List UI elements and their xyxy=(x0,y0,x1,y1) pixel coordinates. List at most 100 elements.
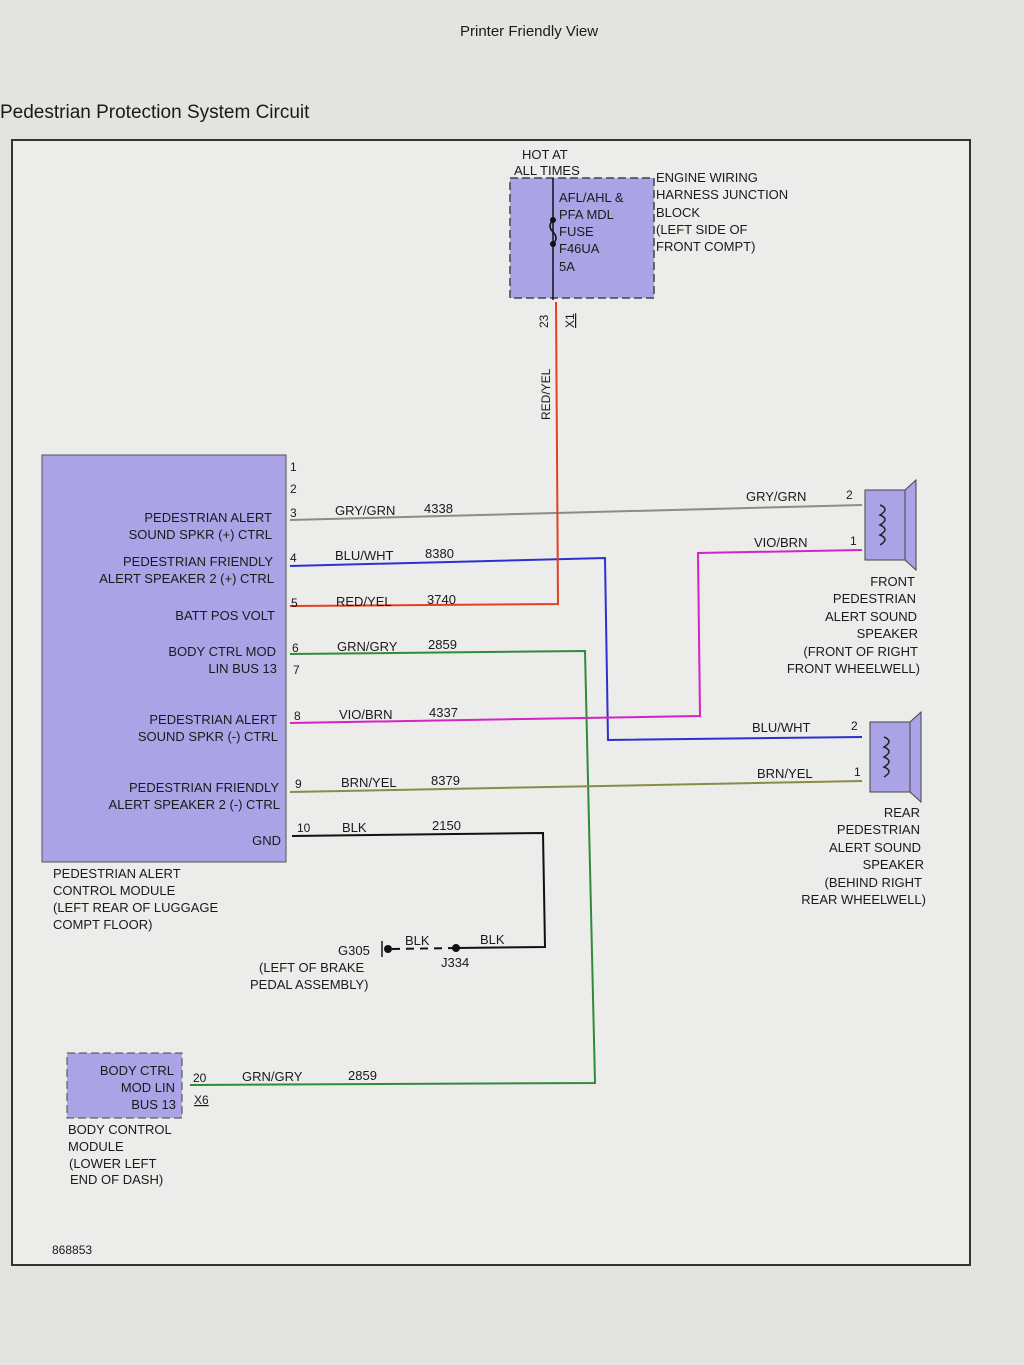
wire-color: BLK xyxy=(342,820,367,835)
fuse-block: HOT AT ALL TIMES AFL/AHL & PFA MDL FUSE … xyxy=(509,147,788,420)
pin-label: PEDESTRIAN FRIENDLY xyxy=(129,780,279,795)
wire-color: GRY/GRN xyxy=(335,503,395,518)
wires xyxy=(189,301,863,1086)
pin-label: LIN BUS 13 xyxy=(208,661,277,676)
pin-number: 5 xyxy=(291,596,298,610)
wire-labels: GRY/GRN 4338 BLU/WHT 8380 RED/YEL 3740 G… xyxy=(335,501,461,835)
speaker-name: FRONT xyxy=(870,574,915,589)
pin-number: 6 xyxy=(292,641,299,655)
circuit-number: 2859 xyxy=(348,1068,377,1083)
speaker-cone-icon xyxy=(904,478,917,572)
wire-vio-brn xyxy=(289,549,863,724)
fuse-block-location: ENGINE WIRING xyxy=(656,170,758,185)
splice-dot xyxy=(452,944,460,952)
speaker-name: FRONT WHEELWELL) xyxy=(787,661,920,676)
wire-color: BLK xyxy=(405,933,430,948)
wire-color: BRN/YEL xyxy=(341,775,397,790)
speaker-name: PEDESTRIAN xyxy=(837,822,920,837)
speaker-name: PEDESTRIAN xyxy=(833,591,916,606)
wire-color: VIO/BRN xyxy=(754,535,807,550)
module-pin-label: BODY CTRL xyxy=(100,1063,174,1078)
pin-number: 10 xyxy=(297,821,311,835)
wire-blk xyxy=(291,831,547,949)
speaker-name: SPEAKER xyxy=(857,626,918,641)
wire-gry-grn xyxy=(289,504,863,521)
module-name: BODY CONTROL xyxy=(68,1122,172,1137)
fuse-block-location: BLOCK xyxy=(656,205,700,220)
pin-number: 20 xyxy=(193,1071,207,1085)
speaker-body xyxy=(869,721,911,793)
speaker-name: (BEHIND RIGHT xyxy=(825,875,923,890)
fuse-block-box xyxy=(509,177,655,299)
fuse-label: FUSE xyxy=(559,224,594,239)
wire-color: GRN/GRY xyxy=(337,639,398,654)
wire-brn-yel xyxy=(289,780,863,793)
module-name: (LEFT REAR OF LUGGAGE xyxy=(53,900,219,915)
speaker-name: ALERT SOUND xyxy=(829,840,921,855)
ground-g305: G305 BLK BLK J334 (LEFT OF BRAKE PEDAL A… xyxy=(250,932,505,992)
circuit-number: 8380 xyxy=(425,546,454,561)
fuse-block-location: FRONT COMPT) xyxy=(656,239,755,254)
wire-color: VIO/BRN xyxy=(339,707,392,722)
pin-number: 3 xyxy=(290,506,297,520)
pin-number: 2 xyxy=(290,482,297,496)
speaker-name: REAR WHEELWELL) xyxy=(801,892,926,907)
circuit-number: 2859 xyxy=(428,637,457,652)
wire-color: BRN/YEL xyxy=(757,766,813,781)
ground-icon xyxy=(384,945,392,953)
pin-label: PEDESTRIAN ALERT xyxy=(149,712,277,727)
pin-number: 2 xyxy=(846,488,853,502)
rear-pedestrian-alert-speaker: BLU/WHT 2 BRN/YEL 1 REAR PEDESTRIAN ALER… xyxy=(752,710,926,907)
wire-blu-wht xyxy=(289,556,863,742)
front-pedestrian-alert-speaker: GRY/GRN 2 VIO/BRN 1 FRONT PEDESTRIAN ALE… xyxy=(746,478,920,676)
fuse-label: 5A xyxy=(559,259,575,274)
wire-color: GRN/GRY xyxy=(242,1069,303,1084)
wire-label: RED/YEL xyxy=(539,368,553,420)
pin-label: BODY CTRL MOD xyxy=(168,644,276,659)
speaker-name: REAR xyxy=(884,805,920,820)
fuse-icon xyxy=(549,219,557,245)
module-pins: 1 2 3 4 5 6 7 8 9 10 xyxy=(290,460,311,835)
module-pin-labels: PEDESTRIAN ALERT SOUND SPKR (+) CTRL PED… xyxy=(99,510,281,848)
wire-red-yel xyxy=(289,301,560,607)
supply-label: HOT AT xyxy=(522,147,568,162)
pin-number: 1 xyxy=(290,460,297,474)
pin-label: ALERT SPEAKER 2 (+) CTRL xyxy=(99,571,274,586)
module-name: END OF DASH) xyxy=(70,1172,163,1187)
pin-label: SOUND SPKR (+) CTRL xyxy=(129,527,272,542)
speaker-coil-icon xyxy=(882,736,890,778)
splice-id: J334 xyxy=(441,955,469,970)
wire-color: BLU/WHT xyxy=(752,720,811,735)
wire-color: BLK xyxy=(480,932,505,947)
pin-label: GND xyxy=(252,833,281,848)
circuit-number: 8379 xyxy=(431,773,460,788)
fuse-label: AFL/AHL & xyxy=(559,190,624,205)
pin-label: ALERT SPEAKER 2 (-) CTRL xyxy=(109,797,280,812)
connector-id: X1 xyxy=(563,313,577,328)
wire-blk-dashed xyxy=(391,947,457,950)
connector-id: X6 xyxy=(194,1093,209,1107)
wire-color: BLU/WHT xyxy=(335,548,394,563)
module-box xyxy=(41,454,287,863)
pin-number: 1 xyxy=(854,765,861,779)
pin-label: PEDESTRIAN FRIENDLY xyxy=(123,554,273,569)
pin-label: PEDESTRIAN ALERT xyxy=(144,510,272,525)
speaker-name: SPEAKER xyxy=(863,857,924,872)
circuit-number: 4337 xyxy=(429,705,458,720)
diagram-title: Pedestrian Protection System Circuit xyxy=(0,102,310,123)
pin-number: 9 xyxy=(295,777,302,791)
ground-location: PEDAL ASSEMBLY) xyxy=(250,977,369,992)
module-name: CONTROL MODULE xyxy=(53,883,176,898)
wire-color: RED/YEL xyxy=(336,594,392,609)
pin-label: SOUND SPKR (-) CTRL xyxy=(138,729,278,744)
body-control-module: BODY CTRL MOD LIN BUS 13 20 X6 GRN/GRY 2… xyxy=(66,1052,377,1187)
ground-id: G305 xyxy=(338,943,370,958)
circuit-number: 2150 xyxy=(432,818,461,833)
module-pin-label: MOD LIN xyxy=(121,1080,175,1095)
pin-label: BATT POS VOLT xyxy=(175,608,275,623)
module-name: (LOWER LEFT xyxy=(69,1156,156,1171)
pin-number: 4 xyxy=(290,551,297,565)
speaker-name: ALERT SOUND xyxy=(825,609,917,624)
module-name: MODULE xyxy=(68,1139,124,1154)
